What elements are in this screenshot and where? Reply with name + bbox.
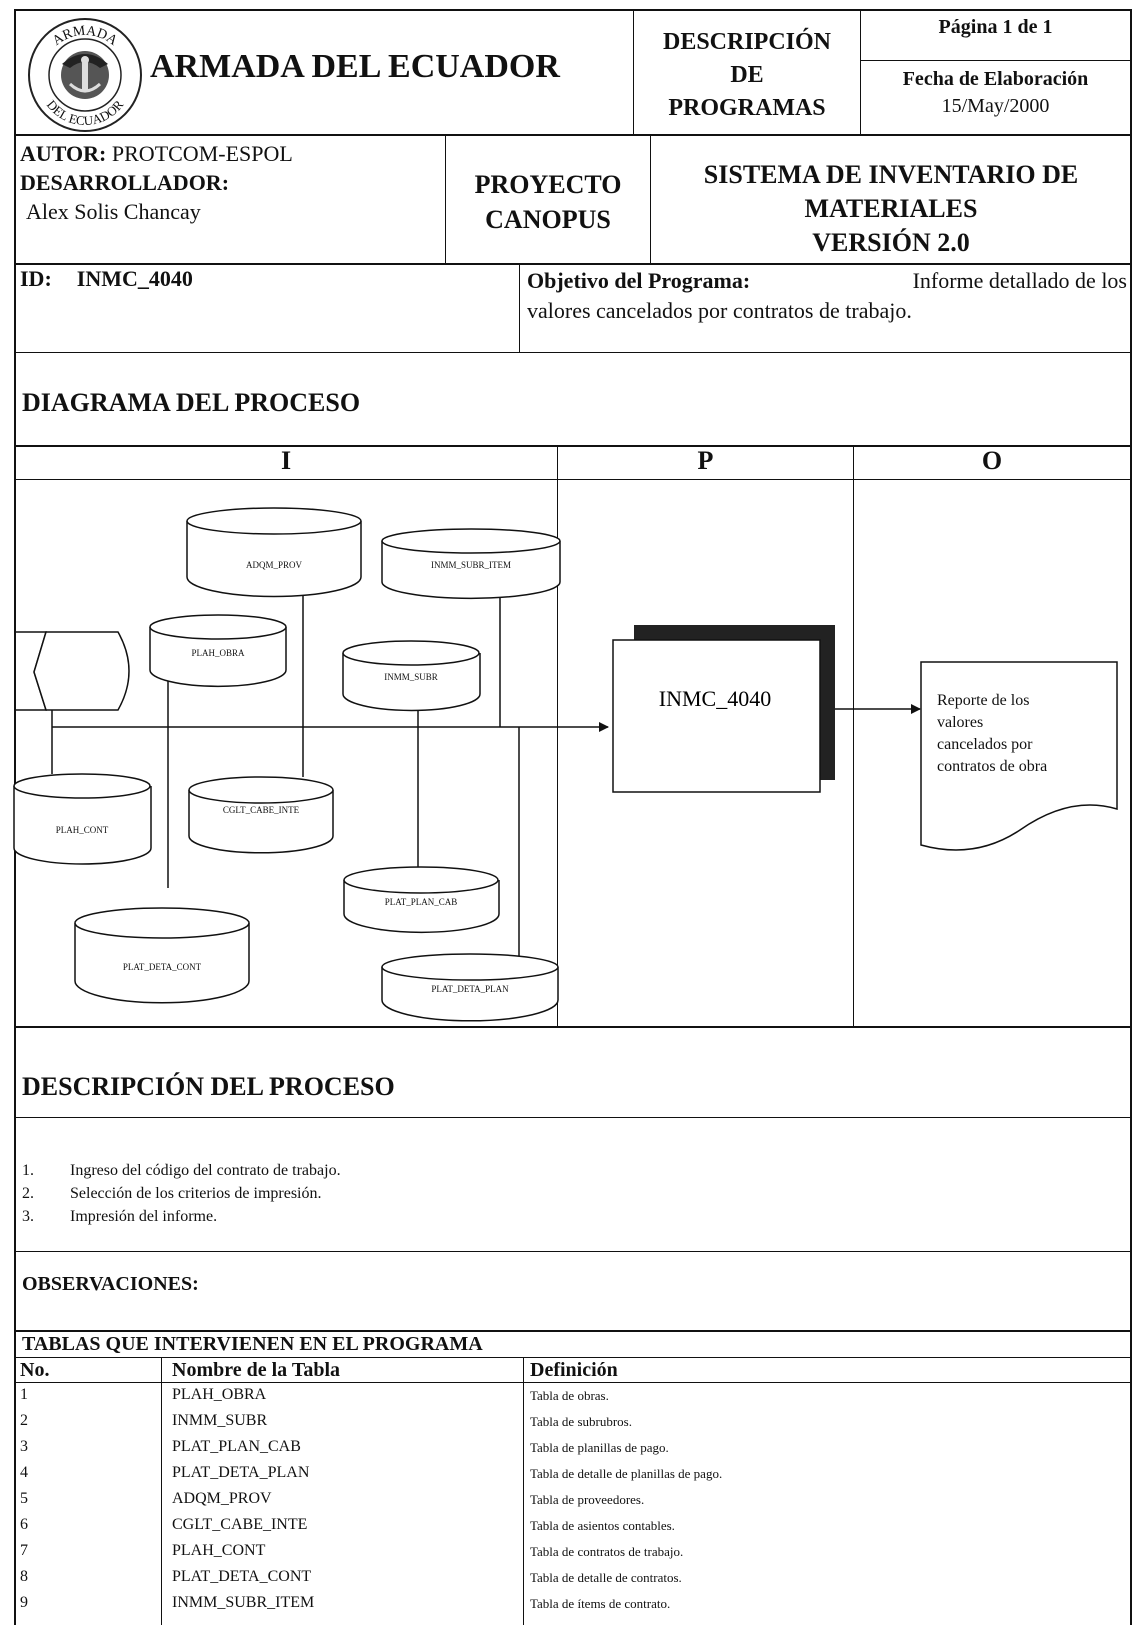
page-number: Página 1 de 1: [938, 16, 1053, 38]
output-line: valores: [937, 714, 983, 731]
table-row: 5 ADQM_PROV Tabla de proveedores.: [20, 1490, 645, 1507]
db-cylinder-cglt-cabe-inte: CGLT_CABE_INTE: [188, 776, 334, 854]
db-cylinder-plat-deta-cont: PLAT_DETA_CONT: [74, 907, 250, 1004]
table-header-name: Nombre de la Tabla: [172, 1359, 340, 1381]
organization-name: ARMADA DEL ECUADOR: [150, 48, 560, 85]
db-cylinder-adqm-prov: ADQM_PROV: [186, 507, 362, 598]
document-type-line: PROGRAMAS: [668, 95, 826, 121]
process-box: INMC_4040: [612, 625, 835, 793]
list-item: 1.Ingreso del código del contrato de tra…: [22, 1162, 341, 1179]
db-cylinder-inmm-subr: INMM_SUBR: [342, 640, 481, 712]
svg-text:PLAH_OBRA: PLAH_OBRA: [191, 648, 245, 658]
table-row: 4 PLAT_DETA_PLAN Tabla de detalle de pla…: [20, 1464, 723, 1481]
program-objective: Objetivo del Programa: Informe detallado…: [527, 266, 1127, 326]
svg-text:PLAT_DETA_PLAN: PLAT_DETA_PLAN: [431, 984, 509, 994]
program-id-value: INMC_4040: [76, 266, 193, 291]
svg-text:PLAT_DETA_CONT: PLAT_DETA_CONT: [123, 962, 202, 972]
table-row: 8 PLAT_DETA_CONT Tabla de detalle de con…: [20, 1568, 682, 1585]
system-line: SISTEMA DE INVENTARIO DE: [703, 160, 1079, 189]
table-header-definition: Definición: [530, 1359, 618, 1381]
list-item: 2.Selección de los criterios de impresió…: [22, 1185, 322, 1202]
developer-value: Alex Solis Chancay: [26, 199, 201, 224]
navy-seal-logo: ARMADA DEL ECUADOR: [22, 14, 148, 132]
system-line: MATERIALES: [804, 194, 978, 223]
db-cylinder-plah-cont: PLAH_CONT: [13, 773, 152, 865]
output-document-shape: Reporte de los valores cancelados por co…: [920, 661, 1118, 851]
tables-list: 1 PLAH_OBRA Tabla de obras. 2 INMM_SUBR …: [15, 1384, 1130, 1618]
list-item: 3.Impresión del informe.: [22, 1208, 218, 1225]
svg-text:CGLT_CABE_INTE: CGLT_CABE_INTE: [223, 805, 300, 815]
objective-text: valores cancelados por contratos de trab…: [527, 298, 912, 323]
db-cylinder-plat-plan-cab: PLAT_PLAN_CAB: [343, 866, 500, 934]
svg-text:ADQM_PROV: ADQM_PROV: [246, 560, 303, 570]
program-id: ID: INMC_4040: [20, 266, 193, 292]
db-cylinder-inmm-subr-item: INMM_SUBR_ITEM: [381, 528, 561, 600]
observations-title: OBSERVACIONES:: [22, 1273, 199, 1295]
table-row: 2 INMM_SUBR Tabla de subrubros.: [20, 1412, 632, 1429]
creation-date-value: 15/May/2000: [941, 95, 1050, 117]
description-title: DESCRIPCIÓN DEL PROCESO: [22, 1072, 395, 1101]
table-header-no: No.: [20, 1359, 50, 1381]
system-name: SISTEMA DE INVENTARIO DE MATERIALES VERS…: [651, 158, 1131, 260]
author-block: AUTOR: PROTCOM-ESPOL DESARROLLADOR: Alex…: [20, 139, 293, 226]
author-label: AUTOR:: [20, 141, 107, 166]
diagram-title: DIAGRAMA DEL PROCESO: [22, 388, 361, 417]
svg-text:Reporte de los valores: Reporte de los valores cancelados por co…: [937, 692, 1047, 775]
column-output-header: O: [981, 446, 1003, 475]
creation-date-label: Fecha de Elaboración: [902, 68, 1089, 90]
output-line: contratos de obra: [937, 758, 1047, 775]
document-type-line: DE: [730, 62, 764, 88]
system-line: VERSIÓN 2.0: [812, 228, 970, 257]
table-row: 6 CGLT_CABE_INTE Tabla de asientos conta…: [20, 1516, 675, 1533]
table-row: 9 INMM_SUBR_ITEM Tabla de ítems de contr…: [20, 1594, 671, 1611]
developer-label: DESARROLLADOR:: [20, 170, 230, 195]
objective-label: Objetivo del Programa:: [527, 268, 751, 293]
document-type-line: DESCRIPCIÓN: [662, 29, 832, 55]
output-line: cancelados por: [937, 736, 1033, 753]
table-row: 7 PLAH_CONT Tabla de contratos de trabaj…: [20, 1542, 684, 1559]
svg-text:INMM_SUBR_ITEM: INMM_SUBR_ITEM: [431, 560, 511, 570]
project-line: PROYECTO: [474, 170, 622, 199]
process-diagram: INMC_4040 Reporte de los valores cancela…: [13, 507, 1118, 1022]
input-document-shape: [16, 631, 130, 711]
program-id-label: ID:: [20, 266, 52, 291]
process-label: INMC_4040: [659, 686, 771, 711]
tables-section-title: TABLAS QUE INTERVIENEN EN EL PROGRAMA: [22, 1333, 483, 1355]
column-process-header: P: [697, 446, 714, 475]
db-cylinder-plah-obra: PLAH_OBRA: [149, 614, 287, 688]
svg-text:INMM_SUBR: INMM_SUBR: [384, 672, 438, 682]
table-row: 1 PLAH_OBRA Tabla de obras.: [20, 1386, 609, 1403]
svg-text:PLAT_PLAN_CAB: PLAT_PLAN_CAB: [385, 897, 458, 907]
steps-list: 1.Ingreso del código del contrato de tra…: [22, 1159, 341, 1228]
project-line: CANOPUS: [485, 205, 611, 234]
author-value: PROTCOM-ESPOL: [106, 141, 293, 166]
table-row: 3 PLAT_PLAN_CAB Tabla de planillas de pa…: [20, 1438, 669, 1455]
column-input-header: I: [280, 446, 292, 475]
project-name: PROYECTO CANOPUS: [446, 167, 650, 237]
svg-text:PLAH_CONT: PLAH_CONT: [56, 825, 109, 835]
document-type: DESCRIPCIÓN DE PROGRAMAS: [634, 26, 860, 125]
objective-text: Informe detallado de los: [907, 268, 1127, 293]
db-cylinder-plat-deta-plan: PLAT_DETA_PLAN: [381, 953, 559, 1022]
output-line: Reporte de los: [937, 692, 1029, 709]
